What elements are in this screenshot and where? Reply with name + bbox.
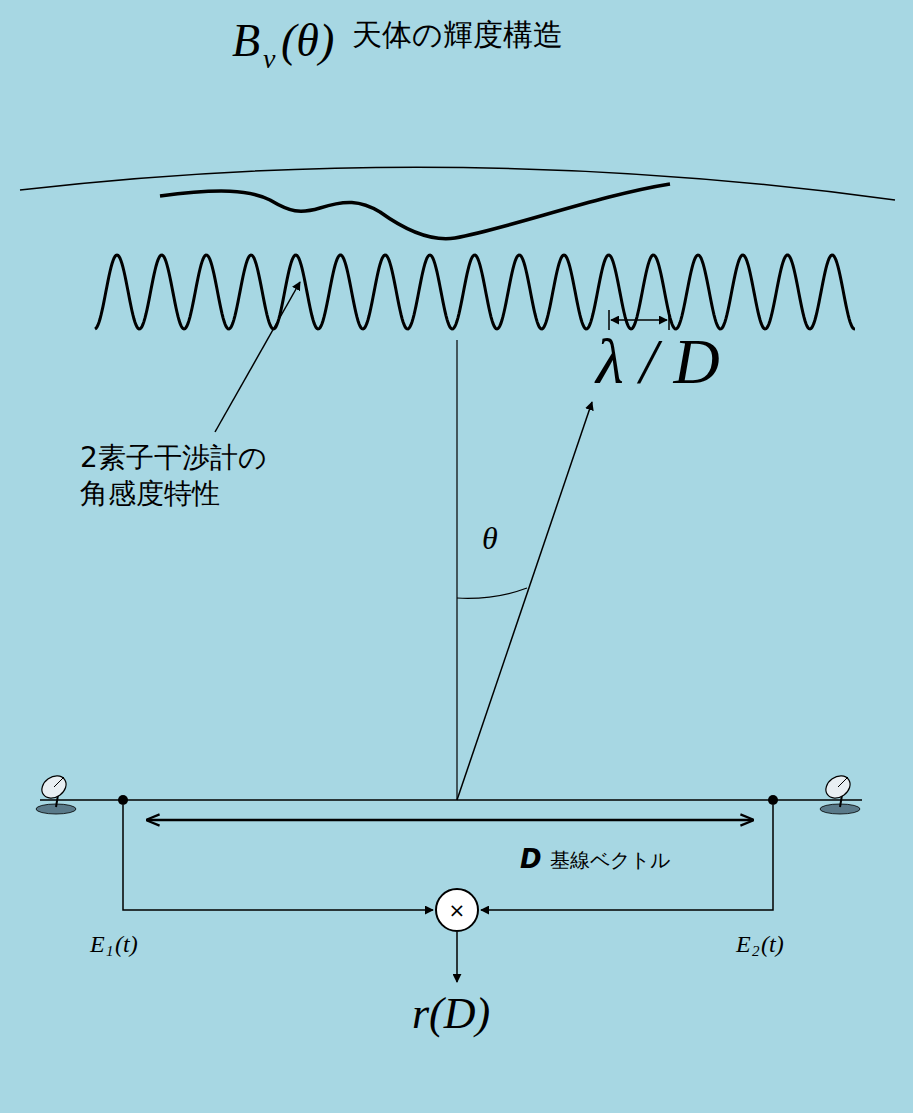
ground-line [40, 799, 862, 801]
signal-wire [481, 805, 773, 910]
antenna-icon [820, 771, 860, 814]
angle-arc [457, 588, 527, 598]
signal-name: E [736, 932, 751, 956]
operator-symbol: × [449, 900, 466, 920]
signal-name: E [90, 932, 105, 956]
angle-label: θ [482, 522, 498, 554]
zenith-line [456, 340, 457, 800]
baseline-symbol: D [520, 846, 542, 872]
brightness-argument: (θ) [281, 18, 334, 64]
title-label: 天体の輝度構造 [352, 20, 563, 50]
subscript: 1 [106, 944, 114, 959]
signal-argument: (t) [115, 932, 138, 956]
fringe-wave [95, 255, 855, 329]
output-label: r(D) [412, 992, 490, 1036]
fringe-pattern [95, 255, 855, 329]
subscript: 2 [752, 944, 760, 959]
signal-wire [123, 805, 433, 910]
callout-label: 2素子干渉計の 角感度特性 [80, 440, 285, 513]
signal-argument: (t) [761, 932, 784, 956]
brightness-curve [160, 184, 670, 239]
antenna-point [768, 795, 778, 805]
leader-arrow [215, 282, 300, 432]
sky-arc [20, 167, 895, 200]
baseline-label: 基線ベクトル [550, 850, 670, 870]
multiplier-circle: × [435, 888, 479, 932]
baseline-arrow [147, 819, 753, 822]
antenna-icon [36, 771, 76, 814]
direction-arrow [457, 402, 592, 800]
subscript: ν [263, 45, 275, 73]
output-wire [456, 932, 458, 982]
antenna-point [118, 795, 128, 805]
brightness-symbol: B [232, 18, 260, 64]
period-label: λ / D [596, 330, 720, 394]
period-bracket [609, 310, 669, 330]
